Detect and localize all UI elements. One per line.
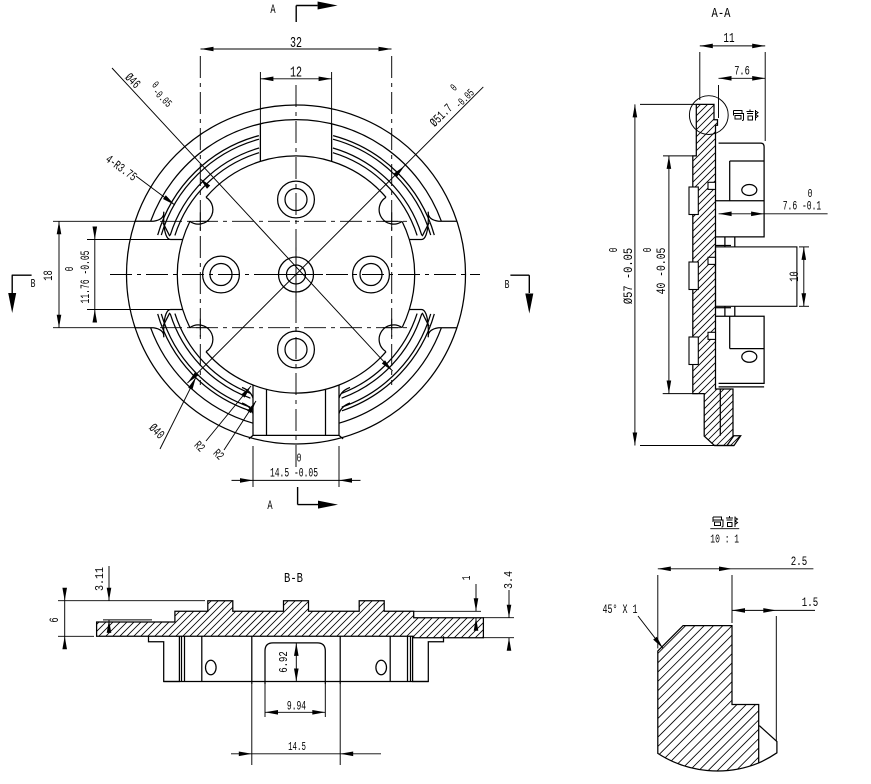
svg-text:1.5: 1.5 <box>802 595 818 610</box>
svg-text:12: 12 <box>290 65 302 82</box>
svg-text:45° X 1: 45° X 1 <box>603 603 638 617</box>
svg-text:6: 6 <box>47 617 62 622</box>
svg-text:Ø57 -0.05: Ø57 -0.05 <box>621 248 636 304</box>
svg-text:32: 32 <box>290 35 302 52</box>
svg-text:10 : 1: 10 : 1 <box>710 533 739 547</box>
svg-text:B: B <box>31 277 36 291</box>
svg-text:14.5: 14.5 <box>288 740 306 754</box>
svg-text:40 -0.05: 40 -0.05 <box>654 248 669 295</box>
svg-text:7.6: 7.6 <box>734 64 750 79</box>
svg-text:0: 0 <box>607 248 621 253</box>
svg-text:0: 0 <box>149 80 161 92</box>
svg-text:9.94: 9.94 <box>287 699 306 714</box>
svg-text:14.5 -0.05: 14.5 -0.05 <box>270 466 318 481</box>
svg-text:10: 10 <box>787 271 802 281</box>
svg-text:18: 18 <box>41 270 56 280</box>
svg-text:A: A <box>267 498 272 513</box>
svg-text:2.5: 2.5 <box>791 554 807 569</box>
svg-text:B: B <box>505 278 510 292</box>
svg-text:3.4: 3.4 <box>502 571 516 589</box>
svg-text:0: 0 <box>808 187 813 201</box>
svg-text:B-B: B-B <box>284 571 303 587</box>
svg-text:0: 0 <box>641 248 655 253</box>
svg-text:A: A <box>270 2 275 17</box>
svg-text:0: 0 <box>449 83 461 95</box>
svg-text:0: 0 <box>297 452 302 466</box>
svg-text:1: 1 <box>460 576 474 581</box>
svg-text:6.92: 6.92 <box>277 651 291 673</box>
svg-text:A-A: A-A <box>712 6 731 22</box>
svg-text:11.76 -0.05: 11.76 -0.05 <box>78 251 93 304</box>
svg-text:11: 11 <box>723 31 734 47</box>
svg-text:3.11: 3.11 <box>93 567 107 591</box>
svg-text:7.6 -0.1: 7.6 -0.1 <box>783 199 822 214</box>
svg-text:0: 0 <box>63 267 77 272</box>
